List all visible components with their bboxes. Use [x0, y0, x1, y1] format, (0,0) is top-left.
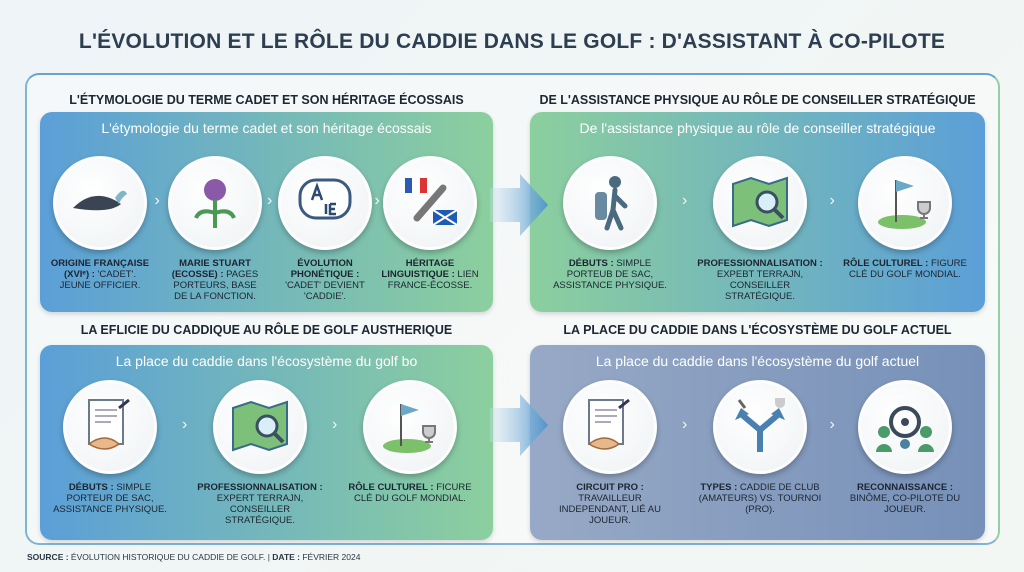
date-text: FÉVRIER 2024 — [300, 552, 361, 562]
panel-title: De l'assistance physique au rôle de cons… — [579, 120, 936, 136]
chevron-right-icon: › — [182, 416, 188, 433]
step-item: HÉRITAGE LINGUISTIQUE : LIEN FRANCE-ÉCOS… — [381, 156, 480, 291]
step-label-bold: PROFESSIONNALISATION : — [197, 482, 323, 493]
chevron-right-icon: › — [829, 416, 835, 433]
chevron-right-icon: › — [374, 192, 380, 209]
page-title: L'ÉVOLUTION ET LE RÔLE DU CADDIE DANS LE… — [78, 30, 946, 53]
step-label-text: PAGES PORTEURS, BASE DE LA FONCTION. — [173, 269, 259, 302]
step-label-text: FIGURE CLÉ DU GOLF MONDIAL. — [849, 258, 967, 280]
step-label-text: 'CADET' DEVIENT 'CADDIE'. — [285, 280, 365, 302]
contract-handshake-icon — [63, 380, 157, 474]
step-label: TYPES : CADDIE DE CLUB (AMATEURS) VS. TO… — [695, 482, 825, 515]
step-label-bold: CIRCUIT PRO : — [576, 482, 644, 493]
section-heading: LA EFLICIE DU CADDIQUE AU RÔLE DE GOLF A… — [80, 323, 453, 337]
contract-handshake-icon — [563, 380, 657, 474]
step-item: CIRCUIT PRO : TRAVAILLEUR INDEPENDANT, L… — [545, 380, 675, 526]
step-label-bold: MARIE STUART (ECOSSE) : — [171, 258, 251, 280]
team-steering-wheel-icon — [858, 380, 952, 474]
step-item: RÔLE CULTUREL : FIGURE CLÉ DU GOLF MONDI… — [840, 156, 970, 280]
step-label: RÔLE CULTUREL : FICURE CLÉ DU GOLF MONDI… — [345, 482, 475, 504]
date-label: DATE : — [272, 552, 300, 562]
chevron-right-icon: › — [829, 192, 835, 209]
step-item: ORIGINE FRANÇAISE (XVIᵉ) : 'CADET'. JEUN… — [51, 156, 150, 291]
flag-trophy-icon — [858, 156, 952, 250]
arrow-right-icon — [490, 174, 548, 236]
step-label-text: SIMPLE PORTEUB DE SAC, ASSISTANCE PHYSIQ… — [553, 258, 667, 291]
step-label-bold: DÉBUTS : — [568, 258, 614, 269]
section-panel: De l'assistance physique au rôle de cons… — [530, 112, 985, 312]
source-text: ÉVOLUTION HISTORIQUE DU CADDIE DE GOLF. … — [68, 552, 273, 562]
tricorn-hat-icon — [53, 156, 147, 250]
step-item: TYPES : CADDIE DE CLUB (AMATEURS) VS. TO… — [695, 380, 825, 515]
step-label: ORIGINE FRANÇAISE (XVIᵉ) : 'CADET'. JEUN… — [51, 258, 150, 291]
step-label-text: FICURE CLÉ DU GOLF MONDIAL. — [354, 482, 472, 504]
step-item: RECONNAISSANCE : BINÔME, CO-PILOTE DU JO… — [840, 380, 970, 515]
chevron-right-icon: › — [682, 192, 688, 209]
section-panel: La place du caddie dans l'écosystème du … — [40, 345, 493, 540]
step-label-bold: RÔLE CULTUREL : — [843, 258, 929, 269]
section-heading: L'ÉTYMOLOGIE DU TERME CADET ET SON HÉRIT… — [69, 93, 464, 107]
chevron-right-icon: › — [267, 192, 273, 209]
split-arrows-club-trophy-icon — [713, 380, 807, 474]
chevron-right-icon: › — [154, 192, 160, 209]
source-label: SOURCE : — [27, 552, 69, 562]
step-label-bold: RÔLE CULTUREL : — [348, 482, 434, 493]
step-label-bold: ORIGINE FRANÇAISE (XVIᵉ) : — [50, 258, 150, 280]
step-label-text: LIEN FRANCE-ÉCOSSE. — [387, 269, 479, 291]
panel-title: La place du caddie dans l'écosystème du … — [115, 353, 418, 369]
thistle-icon — [168, 156, 262, 250]
step-label-bold: RECONNAISSANCE : — [856, 482, 954, 493]
flag-trophy-icon — [363, 380, 457, 474]
chevron-right-icon: › — [332, 416, 338, 433]
step-label-text: CADDIE DE CLUB (AMATEURS) VS. TOURNOI (P… — [698, 482, 822, 515]
step-label-bold: DÉBUTS : — [68, 482, 114, 493]
section-panel: L'étymologie du terme cadet et son hérit… — [40, 112, 493, 312]
step-label-text: TRAVAILLEUR INDEPENDANT, LIÉ AU JOUEUR. — [559, 493, 661, 526]
speech-translate-icon — [278, 156, 372, 250]
source-line: SOURCE : ÉVOLUTION HISTORIQUE DU CADDIE … — [27, 552, 360, 562]
step-item: ÉVOLUTION PHONÉTIQUE : 'CADET' DEVIENT '… — [276, 156, 375, 302]
step-label-bold: HÉRITAGE LINGUISTIQUE : — [381, 258, 455, 280]
step-label-bold: PROFESSIONNALISATION : — [697, 258, 823, 269]
panel-title: La place du caddie dans l'écosystème du … — [595, 353, 920, 369]
step-item: MARIE STUART (ECOSSE) : PAGES PORTEURS, … — [166, 156, 265, 302]
step-item: DÉBUTS : SIMPLE PORTEUR DE SAC, ASSISTAN… — [45, 380, 175, 515]
step-label: MARIE STUART (ECOSSE) : PAGES PORTEURS, … — [166, 258, 265, 302]
arrow-right-icon — [490, 394, 548, 456]
step-item: RÔLE CULTUREL : FICURE CLÉ DU GOLF MONDI… — [345, 380, 475, 504]
step-item: DÉBUTS : SIMPLE PORTEUB DE SAC, ASSISTAN… — [545, 156, 675, 291]
step-item: PROFESSIONNALISATION : EXPEBT TERRAJN, C… — [695, 156, 825, 302]
section-heading: LA PLACE DU CADDIE DANS L'ÉCOSYSTÈME DU … — [563, 323, 952, 337]
step-label: RECONNAISSANCE : BINÔME, CO-PILOTE DU JO… — [840, 482, 970, 515]
panel-title: L'étymologie du terme cadet et son hérit… — [101, 120, 432, 136]
chevron-right-icon: › — [682, 416, 688, 433]
step-label: DÉBUTS : SIMPLE PORTEUB DE SAC, ASSISTAN… — [545, 258, 675, 291]
step-label-bold: TYPES : — [700, 482, 738, 493]
map-magnifier-icon — [213, 380, 307, 474]
step-label: HÉRITAGE LINGUISTIQUE : LIEN FRANCE-ÉCOS… — [381, 258, 480, 291]
step-label: CIRCUIT PRO : TRAVAILLEUR INDEPENDANT, L… — [545, 482, 675, 526]
step-label-text: BINÔME, CO-PILOTE DU JOUEUR. — [849, 493, 961, 515]
step-label-text: SIMPLE PORTEUR DE SAC, ASSISTANCE PHYSIQ… — [53, 482, 167, 515]
step-item: PROFESSIONNALISATION : EXPERT TERRAJN, C… — [195, 380, 325, 526]
step-label-text: 'CADET'. JEUNE OFFICIER. — [59, 269, 141, 291]
step-label: RÔLE CULTUREL : FIGURE CLÉ DU GOLF MONDI… — [840, 258, 970, 280]
step-label-bold: ÉVOLUTION PHONÉTIQUE : — [290, 258, 360, 280]
step-label: DÉBUTS : SIMPLE PORTEUR DE SAC, ASSISTAN… — [45, 482, 175, 515]
step-label-text: EXPERT TERRAJN, CONSEILLER STRATÉGIQUE. — [216, 493, 304, 526]
section-panel: La place du caddie dans l'écosystème du … — [530, 345, 985, 540]
map-magnifier-icon — [713, 156, 807, 250]
step-label: ÉVOLUTION PHONÉTIQUE : 'CADET' DEVIENT '… — [276, 258, 375, 302]
step-label: PROFESSIONNALISATION : EXPERT TERRAJN, C… — [195, 482, 325, 526]
step-label: PROFESSIONNALISATION : EXPEBT TERRAJN, C… — [695, 258, 825, 302]
step-label-text: EXPEBT TERRAJN, CONSEILLER STRATÉGIQUE. — [716, 269, 804, 302]
chain-flags-icon — [383, 156, 477, 250]
section-heading: DE L'ASSISTANCE PHYSIQUE AU RÔLE DE CONS… — [539, 93, 976, 107]
caddie-bag-icon — [563, 156, 657, 250]
